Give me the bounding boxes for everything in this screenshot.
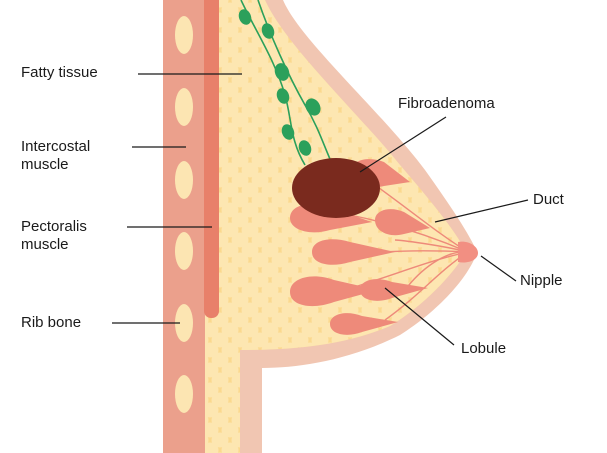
label-pectoralis-line2: muscle [21, 236, 69, 253]
lymph-node [261, 23, 275, 39]
nipple-shape [458, 241, 478, 263]
lymph-node [276, 88, 290, 104]
rib-bone [175, 304, 193, 342]
lobule-shape [330, 313, 398, 335]
label-duct: Duct [533, 191, 564, 208]
leader-fibroadenoma [359, 116, 447, 173]
leader-lines [112, 73, 529, 346]
lobule-shape [375, 209, 430, 236]
lymph-node [238, 9, 252, 25]
label-fibroadenoma: Fibroadenoma [398, 95, 495, 112]
lymph-node [298, 140, 312, 156]
rib-bone [175, 88, 193, 126]
label-pectoralis-muscle: Pectoralis muscle [21, 218, 87, 254]
label-fatty-tissue: Fatty tissue [21, 64, 98, 81]
label-intercostal-line2: muscle [21, 156, 69, 173]
label-intercostal-line1: Intercostal [21, 138, 91, 155]
leader-nipple [480, 255, 517, 282]
rib-bone [175, 161, 193, 199]
rib-bone [175, 375, 193, 413]
label-lobule: Lobule [461, 340, 507, 357]
label-nipple: Nipple [520, 272, 563, 289]
lymph-node [274, 63, 290, 81]
label-intercostal-muscle: Intercostal muscle [21, 138, 90, 174]
lobule-shape [312, 239, 395, 265]
lobule-shape [290, 276, 378, 307]
leader-duct [434, 199, 529, 223]
lymph-node [281, 124, 295, 140]
lymph-node [305, 98, 321, 116]
label-pectoralis-line1: Pectoralis [21, 218, 87, 235]
rib-bone [175, 16, 193, 54]
fibroadenoma-mass [292, 158, 380, 218]
pectoralis-muscle [204, 0, 219, 318]
rib-bone [175, 232, 193, 270]
leader-lobule [384, 287, 455, 346]
lobule-shape [360, 279, 428, 301]
label-rib-bone: Rib bone [21, 314, 82, 331]
